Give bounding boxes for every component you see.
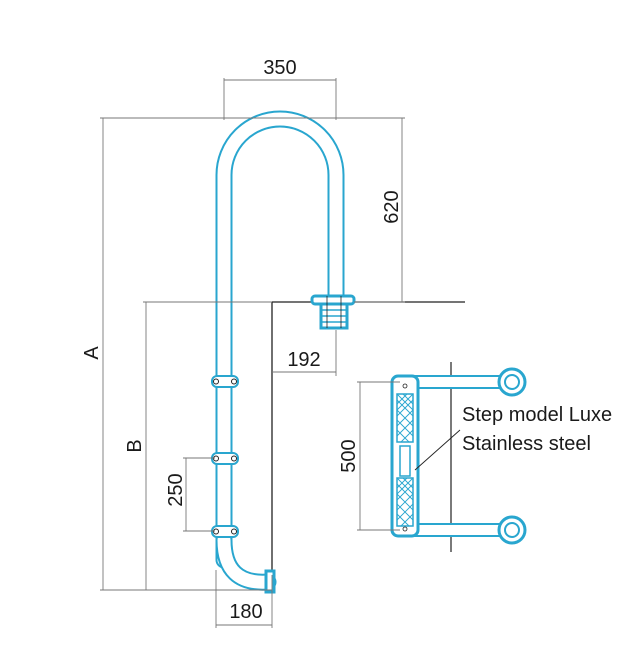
dimension-bottom-width: 180: [215, 570, 273, 628]
step-bracket-3: [211, 525, 239, 538]
dimension-step-pitch-detail: 500: [338, 381, 400, 531]
note-step-model: Step model Luxe: [462, 404, 612, 426]
dimension-label-250: 250: [165, 473, 187, 506]
ladder-handrail: [215, 110, 345, 594]
dimension-width-top: 350: [223, 57, 337, 120]
step-tread-upper: [396, 393, 414, 443]
dimension-height-below-edge: B: [124, 301, 272, 590]
step-tread-lower: [396, 477, 414, 527]
dimension-label-192: 192: [287, 349, 320, 371]
step-bracket-2: [211, 452, 239, 465]
dimension-label-b: B: [124, 439, 146, 452]
dimension-height-top: 620: [280, 117, 405, 303]
step-bracket-1: [211, 375, 239, 388]
dimension-label-500: 500: [338, 439, 360, 472]
dimension-step-spacing: 250: [165, 457, 215, 532]
step-detail-view: [390, 362, 527, 552]
note-material: Stainless steel: [462, 433, 591, 455]
dimension-offset-wall: 192: [272, 330, 337, 376]
dimension-label-a: A: [81, 346, 103, 360]
dimension-label-180: 180: [229, 601, 262, 623]
dimension-label-350: 350: [263, 57, 296, 79]
dimension-height-total: A: [81, 117, 280, 591]
dimension-label-620: 620: [381, 190, 403, 223]
anchor-sleeve: [310, 294, 356, 330]
step-brackets: [211, 375, 239, 538]
